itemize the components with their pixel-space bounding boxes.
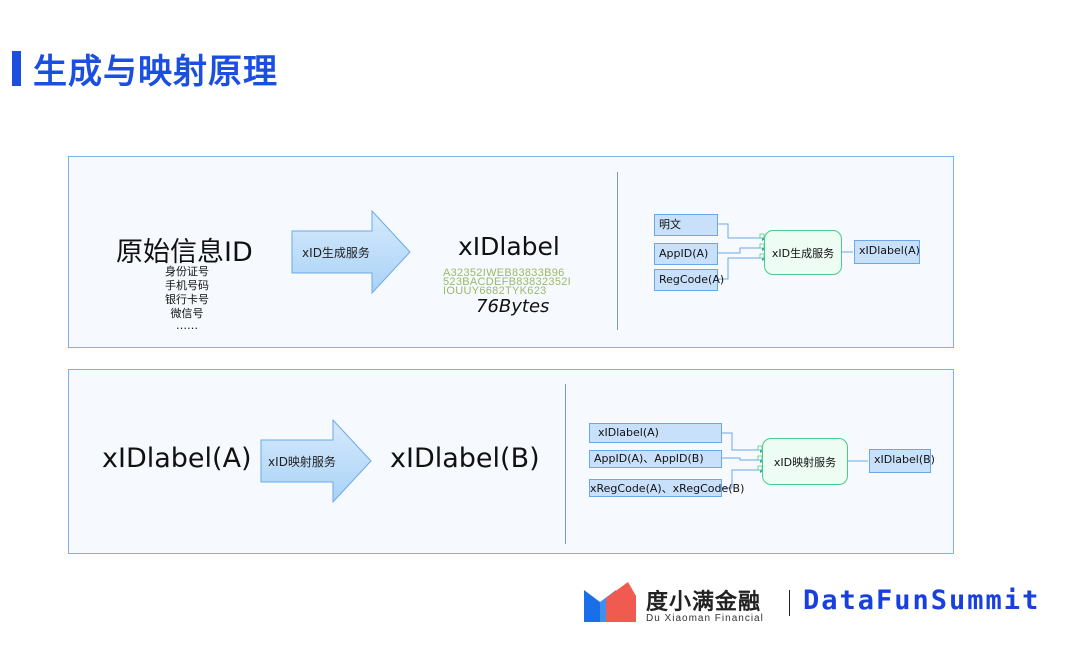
input-plaintext: 明文 <box>654 214 718 236</box>
source-id-item: 手机号码 <box>165 279 209 292</box>
generate-arrow-label: xID生成服务 <box>302 246 370 260</box>
output-xidlabel-b: xIDlabel(B) <box>869 449 935 473</box>
mapping-service-node: xID映射服务 <box>762 438 848 485</box>
mapping-source-title: xIDlabel(A) <box>102 443 252 474</box>
input-regcode: RegCode(A) <box>654 269 724 291</box>
hash-line: 523BACDEFB83832352I <box>443 276 572 288</box>
source-id-item: 身份证号 <box>165 265 209 278</box>
input-regcode-pair: xRegCode(A)、xRegCode(B) <box>589 479 744 497</box>
mapping-arrow-label: xID映射服务 <box>268 455 336 469</box>
brand-name-cn: 度小满金融 <box>646 590 762 615</box>
title-accent-bar <box>12 51 21 86</box>
output-xidlabel-a: xIDlabel(A) <box>854 240 920 264</box>
hash-line: A32352IWEB83833B96 <box>443 267 565 279</box>
input-appid-pair: AppID(A)、AppID(B) <box>589 450 722 468</box>
duxiaoman-logo-icon <box>584 582 636 622</box>
brand-name-en: Du Xiaoman Financial <box>646 613 764 624</box>
input-appid: AppID(A) <box>654 243 718 265</box>
mapping-arrow-shape <box>260 418 372 504</box>
source-id-list: 身份证号 手机号码 银行卡号 微信号 …… <box>150 265 224 331</box>
event-logo: DataFunSummit <box>803 585 1041 616</box>
generate-service-node: xID生成服务 <box>764 230 842 275</box>
input-xidlabel-a: xIDlabel(A) <box>589 423 722 443</box>
source-id-title: 原始信息ID <box>116 237 253 268</box>
panel-divider <box>617 172 618 330</box>
panel-divider <box>565 384 566 544</box>
generate-arrow-shape <box>291 209 411 295</box>
mapping-result-title: xIDlabel(B) <box>390 443 540 474</box>
footer-separator <box>789 590 790 616</box>
hash-line: IOUUY6682TYK623 <box>443 285 547 297</box>
xidlabel-title: xIDlabel <box>458 232 560 261</box>
page-title: 生成与映射原理 <box>33 52 278 92</box>
source-id-item: …… <box>176 319 198 332</box>
source-id-item: 微信号 <box>170 307 204 320</box>
xidlabel-size: 76Bytes <box>476 296 550 317</box>
source-id-item: 银行卡号 <box>165 293 209 306</box>
xidlabel-hash: A32352IWEB83833B96 523BACDEFB83832352I I… <box>443 267 572 297</box>
